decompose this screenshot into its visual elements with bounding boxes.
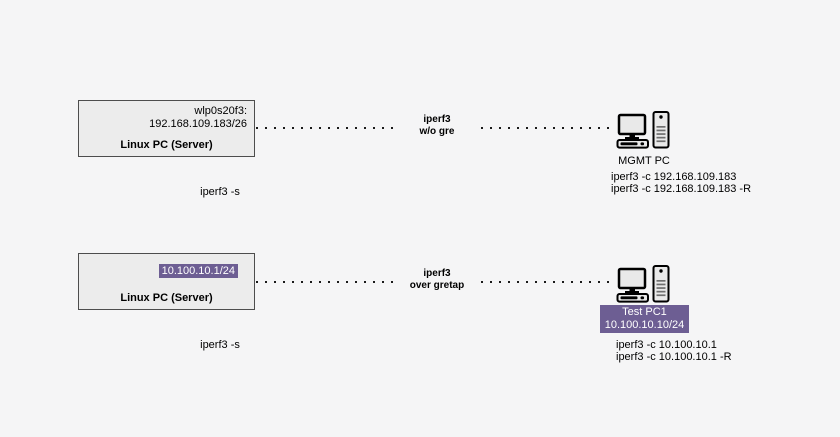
client-name-bottom: Test PC1 xyxy=(622,306,667,318)
interface-ip-highlighted: 10.100.10.1/24 xyxy=(158,264,238,278)
server-node-bottom: 10.100.10.1/24 Linux PC (Server) xyxy=(78,253,255,310)
server-command-top: iperf3 -s xyxy=(200,186,240,198)
interface-name: wlp0s20f3: xyxy=(194,105,247,117)
link-protocol: iperf3 xyxy=(423,114,451,125)
server-node-title: Linux PC (Server) xyxy=(120,292,213,304)
desktop-computer-icon xyxy=(616,265,670,303)
client-command: iperf3 -c 192.168.109.183 -R xyxy=(611,183,752,196)
link-mode: w/o gre xyxy=(419,125,455,137)
client-commands-top: iperf3 -c 192.168.109.183 iperf3 -c 192.… xyxy=(611,171,751,196)
client-name-top: MGMT PC xyxy=(618,155,670,167)
server-node-title: Linux PC (Server) xyxy=(120,139,213,151)
interface-ip: 192.168.109.183/26 xyxy=(149,118,247,130)
client-command: iperf3 -c 10.100.10.1 xyxy=(616,339,717,351)
interface-address-label: 10.100.10.1/24 xyxy=(158,264,238,278)
link-mode: over gretap xyxy=(409,279,465,291)
client-command: iperf3 -c 192.168.109.183 xyxy=(611,171,737,183)
client-ip: 10.100.10.10/24 xyxy=(604,319,685,331)
client-command: iperf3 -c 10.100.10.1 -R xyxy=(616,351,732,364)
link-protocol: iperf3 xyxy=(423,268,451,279)
client-badge-bottom: Test PC1 10.100.10.10/24 xyxy=(600,305,689,333)
client-commands-bottom: iperf3 -c 10.100.10.1 iperf3 -c 10.100.1… xyxy=(616,339,732,364)
interface-address-label: wlp0s20f3: 192.168.109.183/26 xyxy=(149,105,247,131)
server-command-bottom: iperf3 -s xyxy=(200,339,240,351)
link-label-bottom: iperf3 over gretap xyxy=(394,268,480,291)
link-label-top: iperf3 w/o gre xyxy=(394,114,480,137)
server-node-top: wlp0s20f3: 192.168.109.183/26 Linux PC (… xyxy=(78,100,255,157)
desktop-computer-icon xyxy=(616,111,670,149)
